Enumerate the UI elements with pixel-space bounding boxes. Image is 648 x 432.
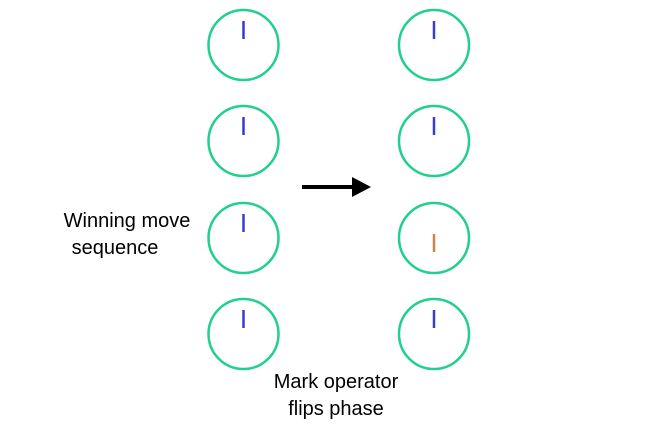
after-qubit-column [397,8,471,371]
left-label-line-2: sequence [72,237,159,259]
qubit-state [207,8,280,82]
left-label-line-1: Winning move [64,210,191,232]
qubit-state [397,297,471,371]
qubit-state [397,104,471,178]
qubit-state [207,297,280,371]
before-qubit-column [207,8,280,371]
qubit-circle [397,8,471,82]
qubit-state [207,104,280,178]
qubit-circle [397,104,471,178]
arrow-icon [302,177,371,197]
bottom-label-line-2: flips phase [288,398,384,420]
bottom-label-line-1: Mark operator [274,371,399,393]
qubit-state [397,8,471,82]
qubit-state [207,201,280,275]
qubit-circle [397,297,471,371]
qubit-circle [207,104,280,178]
qubit-state [397,201,471,275]
qubit-circle [207,201,280,275]
qubit-circle [397,201,471,275]
qubit-circle [207,297,280,371]
qubit-circle [207,8,280,82]
